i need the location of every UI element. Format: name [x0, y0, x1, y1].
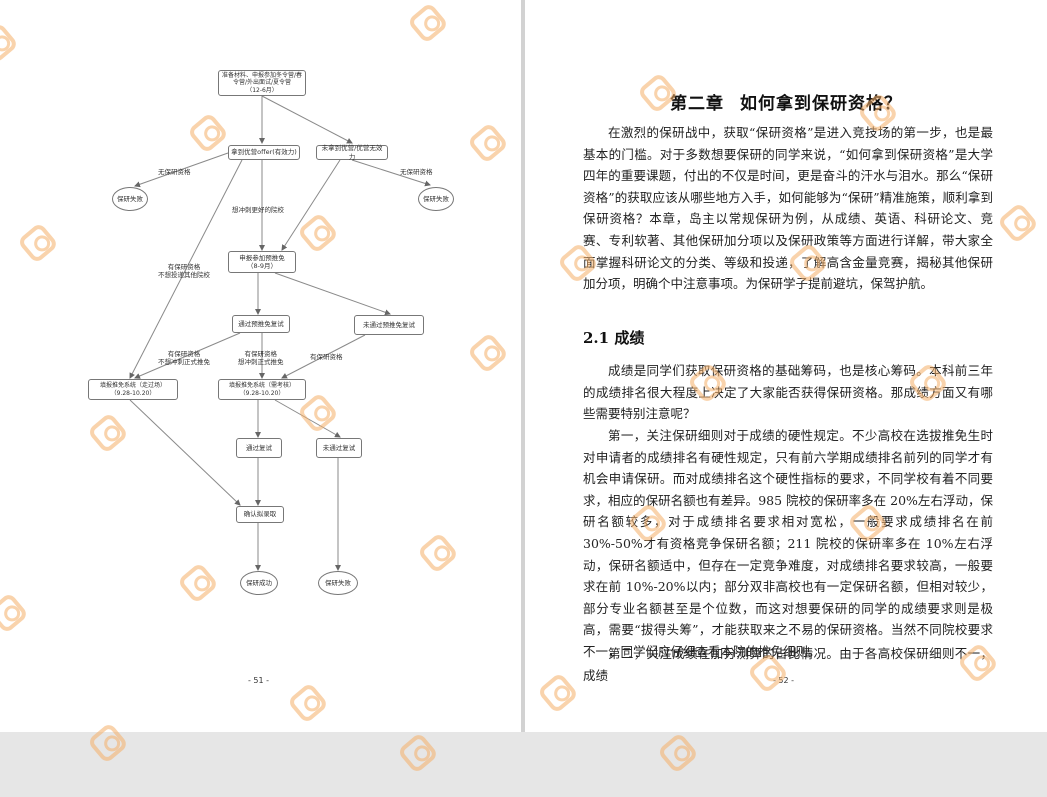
flow-node-pass-interview: 通过复试	[236, 438, 282, 458]
flowchart-connectors	[129, 95, 431, 571]
flow-edge-label-have-quota-not-formal: 有保研资格 不想冲刺正式推免	[158, 350, 210, 367]
flow-node-apply-exempt: 申报参加预推免 （8-9月）	[228, 251, 296, 273]
flow-node-pass-pre: 通过预推免复试	[232, 315, 290, 333]
chapter-title: 第二章如何拿到保研资格？	[525, 89, 1047, 114]
flow-node-got-offer: 拿到优营offer(有效力)	[228, 145, 300, 160]
flow-node-fail-left: 保研失败	[112, 187, 148, 211]
section-paragraph-2: 第一，关注保研细则对于成绩的硬性规定。不少高校在选拔推免生时对申请者的成绩排名有…	[583, 428, 993, 659]
flow-edge-label-no-quota-right: 无保研资格	[400, 168, 433, 176]
flow-edge-label-better-school: 想冲刺更好的院校	[232, 206, 284, 214]
flow-edge-label-have-quota-not-others: 有保研资格 不想投递其他院校	[158, 263, 210, 280]
page-gutter	[521, 0, 525, 732]
watermark-logo-icon	[656, 731, 700, 775]
page-number-left: - 51 -	[248, 676, 270, 685]
watermark-logo-icon	[396, 731, 440, 775]
flow-node-fail-pre: 未通过预推免复试	[354, 315, 424, 335]
flow-edge-label-no-quota-left: 无保研资格	[158, 168, 191, 176]
right-page: 第二章如何拿到保研资格？ 在激烈的保研战中，获取“保研资格”是进入竞技场的第一步…	[525, 0, 1047, 732]
flow-node-confirm-admit: 确认拟录取	[236, 506, 284, 523]
chapter-intro: 在激烈的保研战中，获取“保研资格”是进入竞技场的第一步，也是最基本的门槛。对于多…	[583, 125, 993, 292]
chapter-heading: 如何拿到保研资格？	[740, 94, 902, 114]
flow-node-fail-interview: 未通过复试	[316, 438, 362, 458]
flow-node-fill-system-right: 填报推免系统（需考核） （9.28-10.20）	[218, 379, 306, 400]
flow-node-fail-bottom: 保研失败	[318, 571, 358, 595]
flow-node-success: 保研成功	[240, 571, 278, 595]
flow-node-no-offer: 未拿到优营/优营无效力	[316, 144, 388, 161]
flow-node-fill-system-left: 填报推免系统（走过场） （9.28-10.20）	[88, 379, 178, 400]
flow-edge-label-have-quota: 有保研资格	[310, 353, 343, 361]
left-page: 准备材料、申报参加冬令营/春令营/外出面试/夏令营 （12-6月） 拿到优营of…	[0, 0, 521, 732]
flow-edge-label-have-quota-formal: 有保研资格 想冲刺正式推免	[238, 350, 284, 367]
flow-node-start: 准备材料、申报参加冬令营/春令营/外出面试/夏令营 （12-6月）	[218, 70, 306, 96]
section-paragraph-1: 成绩是同学们获取保研资格的基础筹码，也是核心筹码。本科前三年的成绩排名很大程度上…	[583, 363, 993, 422]
section-title: 2.1 成绩	[583, 329, 645, 347]
page-number-right: - 52 -	[773, 676, 795, 685]
chapter-label: 第二章	[670, 94, 724, 114]
flow-node-fail-right: 保研失败	[418, 187, 454, 211]
section-paragraph-3: 第二，关注成绩在加分测算的占比情况。由于各高校保研细则不一，成绩	[583, 646, 993, 683]
